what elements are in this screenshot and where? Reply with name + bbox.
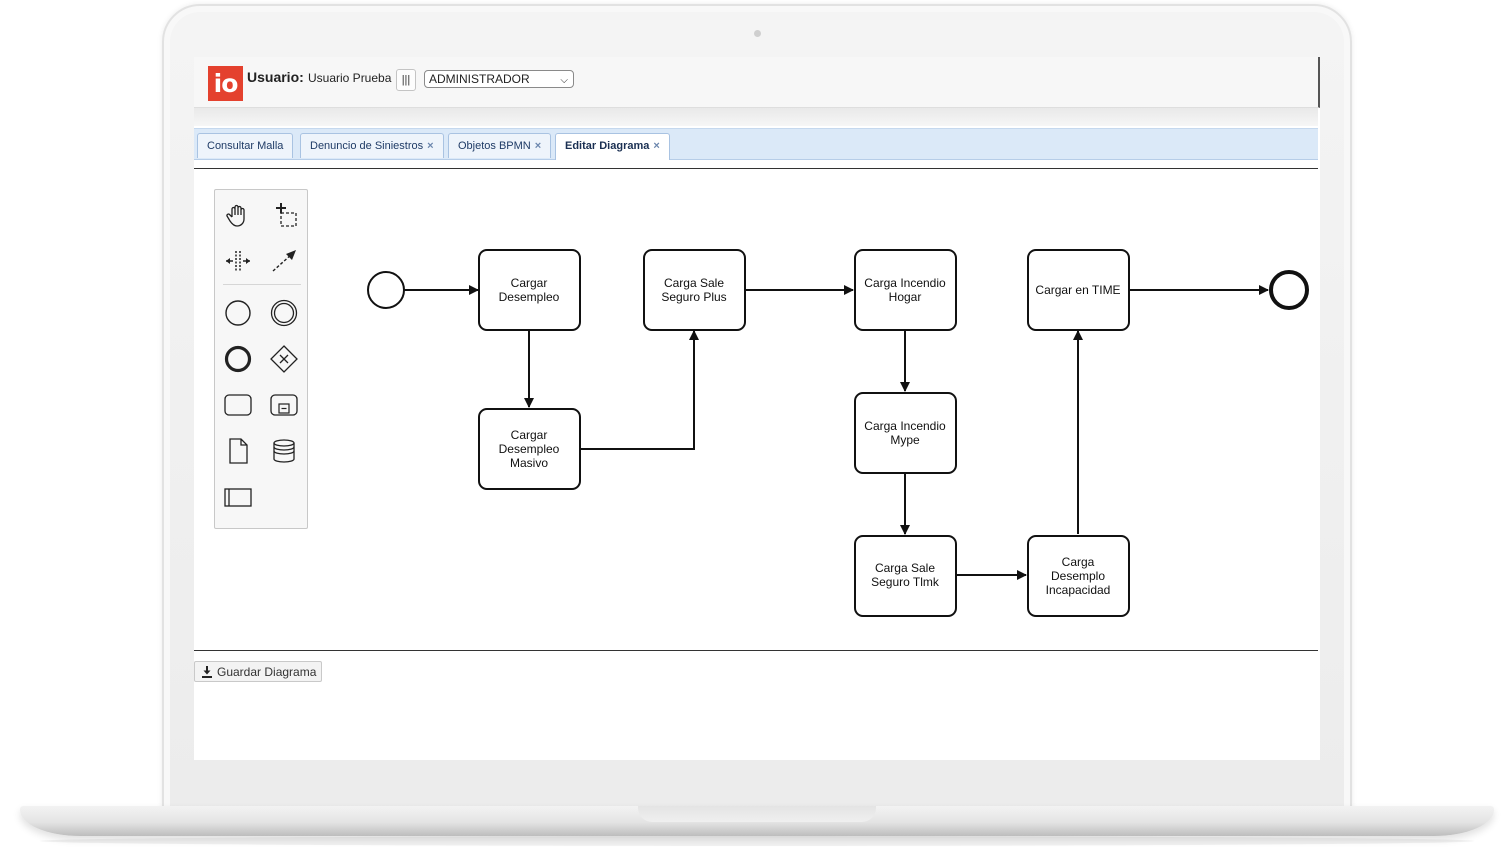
- save-diagram-button[interactable]: Guardar Diagrama: [194, 661, 322, 682]
- task-cargar-en-time[interactable]: Cargar en TIME: [1027, 249, 1130, 331]
- task-label: Carga Incendio: [864, 419, 946, 433]
- camera-dot: [754, 30, 761, 37]
- close-icon[interactable]: ×: [534, 140, 542, 152]
- gateway-icon[interactable]: [269, 344, 299, 374]
- start-event-icon[interactable]: [223, 298, 253, 328]
- end-event[interactable]: [1269, 270, 1309, 310]
- tab-bar: Consultar Malla Denuncio de Siniestros× …: [194, 128, 1318, 160]
- task-label: Carga Sale: [664, 276, 724, 290]
- laptop-notch: [638, 806, 876, 822]
- connect-tool-icon[interactable]: [269, 246, 299, 276]
- data-object-icon[interactable]: [223, 436, 253, 466]
- palette-divider: [223, 284, 301, 285]
- hand-tool-icon[interactable]: [223, 200, 253, 230]
- user-label: Usuario:: [247, 69, 304, 85]
- role-select[interactable]: ADMINISTRADOR ⌵: [424, 70, 574, 88]
- task-label: Carga Sale: [875, 561, 935, 575]
- subprocess-icon[interactable]: [269, 390, 299, 420]
- task-label: Hogar: [889, 290, 922, 304]
- tab-denuncio-siniestros[interactable]: Denuncio de Siniestros×: [300, 133, 444, 158]
- user-name: Usuario Prueba: [308, 71, 392, 85]
- tool-palette: [214, 189, 308, 529]
- pool-icon[interactable]: [223, 482, 253, 512]
- tab-objetos-bpmn[interactable]: Objetos BPMN×: [448, 133, 552, 158]
- task-label: Seguro Tlmk: [871, 575, 940, 589]
- chevron-down-icon: ⌵: [560, 75, 568, 86]
- tab-label: Objetos BPMN: [458, 140, 531, 152]
- task-label: Seguro Plus: [661, 290, 726, 304]
- app-logo: io: [208, 66, 243, 101]
- tab-label: Editar Diagrama: [565, 140, 650, 152]
- close-icon[interactable]: ×: [427, 140, 434, 152]
- flow-t2-t3[interactable]: [580, 330, 699, 450]
- start-event[interactable]: [367, 271, 405, 309]
- tab-label: Consultar Malla: [207, 140, 284, 152]
- task-label: Incapacidad: [1046, 583, 1111, 597]
- lasso-tool-icon[interactable]: [269, 200, 299, 230]
- menu-toggle-button[interactable]: |||: [396, 69, 416, 91]
- tab-editar-diagrama[interactable]: Editar Diagrama×: [555, 133, 670, 160]
- intermediate-event-icon[interactable]: [269, 298, 299, 328]
- app-header: io Usuario: Usuario Prueba ||| ADMINISTR…: [194, 57, 1320, 108]
- task-label: Masivo: [510, 456, 548, 470]
- download-icon: [202, 666, 212, 678]
- space-tool-icon[interactable]: [223, 246, 253, 276]
- app-screen: io Usuario: Usuario Prueba ||| ADMINISTR…: [194, 57, 1320, 760]
- task-label: Desempleo: [499, 442, 560, 456]
- role-select-value: ADMINISTRADOR: [429, 72, 530, 86]
- end-event-icon[interactable]: [223, 344, 253, 374]
- tab-consultar-malla[interactable]: Consultar Malla: [197, 133, 294, 158]
- task-label: Carga Incendio: [864, 276, 946, 290]
- task-label: Mype: [890, 433, 920, 447]
- task-label: Carga: [1062, 555, 1095, 569]
- header-shadow: [194, 108, 1318, 126]
- task-label: Cargar: [511, 428, 548, 442]
- task-label: Cargar: [511, 276, 548, 290]
- data-store-icon[interactable]: [269, 436, 299, 466]
- svg-text:Cargar en TIME: Cargar en TIME: [1035, 283, 1120, 297]
- task-label: Cargar en TIME: [1035, 283, 1120, 297]
- laptop-shadow: [40, 836, 1474, 846]
- close-icon[interactable]: ×: [653, 140, 660, 152]
- save-diagram-label: Guardar Diagrama: [217, 665, 317, 679]
- task-label: Desemplo: [1051, 569, 1105, 583]
- task-label: Desempleo: [499, 290, 560, 304]
- tab-label: Denuncio de Siniestros: [310, 140, 424, 152]
- task-icon[interactable]: [223, 390, 253, 420]
